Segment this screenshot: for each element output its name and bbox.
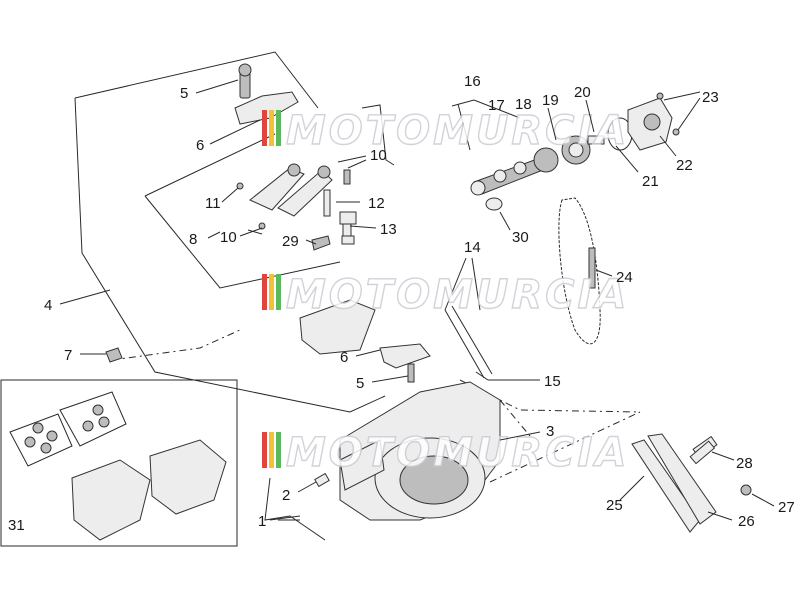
callout-27: 27 bbox=[778, 499, 795, 516]
watermark-logo: MOTOMURCIA MOTOMURCIA MOTOMURCIA bbox=[262, 107, 629, 477]
cam-gear bbox=[561, 135, 605, 165]
callout-19: 19 bbox=[542, 92, 559, 109]
callout-6-lower: 6 bbox=[340, 349, 348, 366]
callout-5: 5 bbox=[180, 85, 188, 102]
callout-13: 13 bbox=[380, 221, 397, 238]
callout-4: 4 bbox=[44, 297, 52, 314]
callout-18: 18 bbox=[515, 96, 532, 113]
callout-14: 14 bbox=[464, 239, 481, 256]
callout-16: 16 bbox=[464, 73, 481, 90]
callout-30: 30 bbox=[512, 229, 529, 246]
callout-20: 20 bbox=[574, 84, 591, 101]
gasket-kit-box bbox=[0, 379, 238, 547]
callout-15: 15 bbox=[544, 373, 561, 390]
callout-10-lower: 10 bbox=[220, 229, 237, 246]
callout-23: 23 bbox=[702, 89, 719, 106]
callout-12: 12 bbox=[368, 195, 385, 212]
chain-tensioners bbox=[631, 433, 752, 533]
callout-8: 8 bbox=[189, 231, 197, 248]
callout-6: 6 bbox=[196, 137, 204, 154]
callout-2: 2 bbox=[282, 487, 290, 504]
callout-11: 11 bbox=[205, 195, 221, 212]
callout-31: 31 bbox=[8, 517, 25, 534]
watermark-text: MOTOMURCIA bbox=[286, 108, 629, 154]
valves bbox=[311, 189, 357, 251]
callout-numbers: 5 6 11 8 10 10 12 13 29 4 7 6 5 16 17 18… bbox=[8, 73, 795, 534]
watermark-text: MOTOMURCIA bbox=[286, 430, 629, 476]
callout-24: 24 bbox=[616, 269, 633, 286]
cylinder-head bbox=[299, 299, 501, 521]
callout-1: 1 bbox=[258, 513, 266, 530]
watermark-text: MOTOMURCIA bbox=[286, 272, 629, 318]
callout-21: 21 bbox=[642, 173, 659, 190]
pushrods bbox=[444, 305, 493, 379]
callout-25: 25 bbox=[606, 497, 623, 514]
callout-17: 17 bbox=[488, 97, 505, 114]
rocker-arms bbox=[236, 163, 351, 230]
callout-7: 7 bbox=[64, 347, 72, 364]
callout-3: 3 bbox=[546, 423, 554, 440]
leader-lines bbox=[59, 79, 775, 521]
gasket-kit bbox=[9, 391, 227, 541]
callout-28: 28 bbox=[736, 455, 753, 472]
camshaft bbox=[470, 147, 559, 211]
callout-22: 22 bbox=[676, 157, 693, 174]
small-parts bbox=[105, 347, 716, 465]
timing-chain bbox=[558, 197, 601, 345]
callout-29: 29 bbox=[282, 233, 299, 250]
callout-5-lower: 5 bbox=[356, 375, 364, 392]
callout-26: 26 bbox=[738, 513, 755, 530]
callout-10-upper: 10 bbox=[370, 147, 387, 164]
rocker-cover-top bbox=[234, 63, 299, 125]
